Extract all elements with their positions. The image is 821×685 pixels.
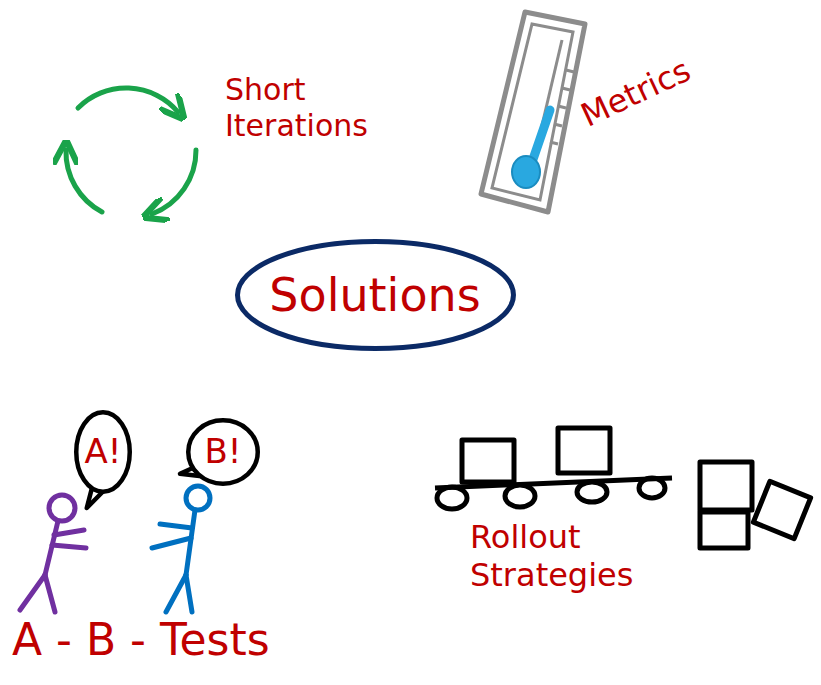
stick-figure-purple <box>20 495 86 612</box>
cycle-arrows <box>66 88 196 214</box>
section-label: Rollout Strategies <box>470 518 710 595</box>
speech-bubble: A! <box>74 410 132 494</box>
stick-figure-blue <box>152 486 210 612</box>
node-text: B! <box>205 433 242 470</box>
thermometer <box>481 12 585 212</box>
solution-ellipse: Solutions <box>235 239 516 351</box>
label-holder: Short Iterations <box>225 72 440 144</box>
speech-bubble: B! <box>186 418 260 486</box>
section-label: Metrics <box>575 28 745 135</box>
section-label: Short Iterations <box>225 72 440 144</box>
node-text: Solutions <box>269 270 480 321</box>
section-label: A - B - Tests <box>12 614 332 667</box>
label-holder: A - B - Tests <box>12 614 332 667</box>
label-holder: Metrics <box>575 28 745 135</box>
label-holder: Rollout Strategies <box>470 518 710 595</box>
node-text: A! <box>85 433 122 470</box>
